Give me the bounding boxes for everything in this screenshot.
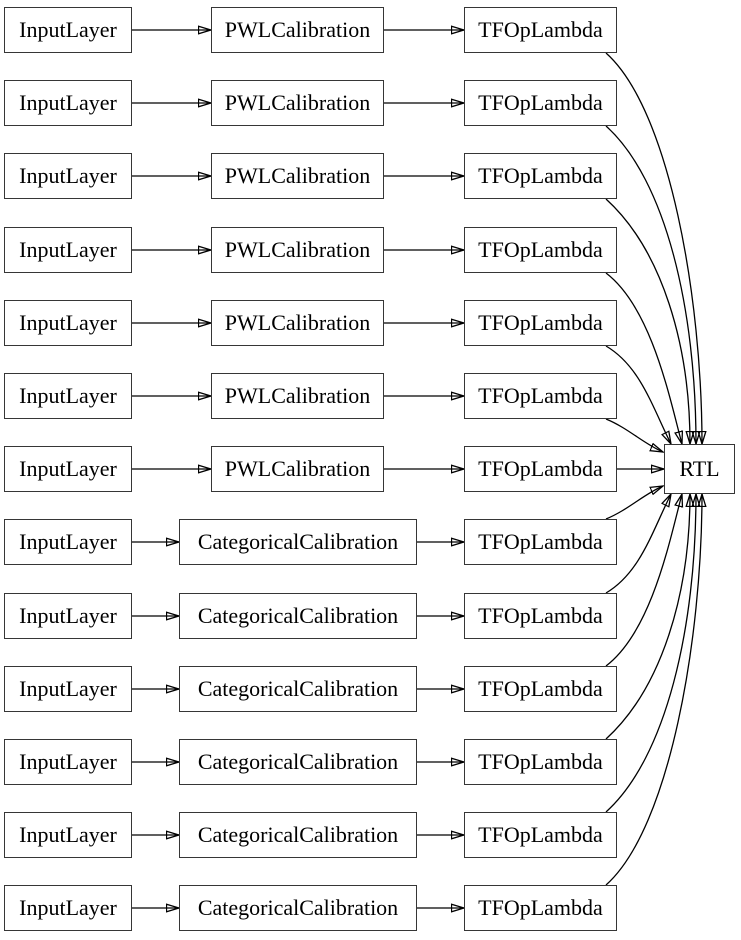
input-layer-node: InputLayer [4,519,132,565]
input-layer-node: InputLayer [4,739,132,785]
input-layer-node: InputLayer [4,812,132,858]
edge-arrow [605,494,671,594]
lambda-node: TFOpLambda [464,7,617,53]
input-layer-node: InputLayer [4,80,132,126]
lambda-node: TFOpLambda [464,227,617,273]
edge-arrow [605,494,696,813]
graph-row: InputLayer PWLCalibration TFOpLambda [0,80,741,126]
calibration-node: PWLCalibration [211,227,384,273]
lambda-node: TFOpLambda [464,300,617,346]
graph-row: InputLayer CategoricalCalibration TFOpLa… [0,885,741,931]
graph-row: InputLayer PWLCalibration TFOpLambda [0,300,741,346]
lambda-node: TFOpLambda [464,519,617,565]
input-layer-node: InputLayer [4,227,132,273]
graph-row: InputLayer PWLCalibration TFOpLambda [0,153,741,199]
calibration-node: CategoricalCalibration [179,885,417,931]
edge-arrow [605,272,682,444]
edge-arrow [605,494,702,886]
lambda-node: TFOpLambda [464,739,617,785]
edge-arrow [605,486,663,520]
lambda-node: TFOpLambda [464,593,617,639]
graph-row: InputLayer CategoricalCalibration TFOpLa… [0,593,741,639]
graph-row: InputLayer PWLCalibration TFOpLambda [0,446,741,492]
input-layer-node: InputLayer [4,300,132,346]
calibration-node: PWLCalibration [211,7,384,53]
input-layer-node: InputLayer [4,7,132,53]
edge-arrow [605,494,690,740]
lambda-node: TFOpLambda [464,446,617,492]
edge-arrow [605,198,690,444]
calibration-node: PWLCalibration [211,300,384,346]
input-layer-node: InputLayer [4,446,132,492]
lambda-node: TFOpLambda [464,812,617,858]
edge-arrow [605,418,663,452]
lambda-node: TFOpLambda [464,885,617,931]
calibration-node: CategoricalCalibration [179,812,417,858]
graph-row: InputLayer CategoricalCalibration TFOpLa… [0,739,741,785]
lambda-node: TFOpLambda [464,80,617,126]
rtl-node: RTL [664,444,735,494]
lambda-node: TFOpLambda [464,666,617,712]
calibration-node: CategoricalCalibration [179,739,417,785]
input-layer-node: InputLayer [4,373,132,419]
calibration-node: CategoricalCalibration [179,666,417,712]
input-layer-node: InputLayer [4,153,132,199]
edge-arrow [605,52,702,444]
calibration-node: PWLCalibration [211,80,384,126]
lambda-node: TFOpLambda [464,153,617,199]
calibration-node: PWLCalibration [211,446,384,492]
graph-row: InputLayer CategoricalCalibration TFOpLa… [0,519,741,565]
calibration-node: PWLCalibration [211,373,384,419]
input-layer-node: InputLayer [4,885,132,931]
graph-row: InputLayer PWLCalibration TFOpLambda [0,7,741,53]
input-layer-node: InputLayer [4,593,132,639]
calibration-node: CategoricalCalibration [179,593,417,639]
calibration-node: CategoricalCalibration [179,519,417,565]
edge-arrow [605,125,696,444]
edge-arrow [605,494,682,667]
lambda-node: TFOpLambda [464,373,617,419]
graph-row: InputLayer PWLCalibration TFOpLambda [0,373,741,419]
graph-row: InputLayer CategoricalCalibration TFOpLa… [0,812,741,858]
edge-arrow [605,345,671,444]
graph-row: InputLayer CategoricalCalibration TFOpLa… [0,666,741,712]
input-layer-node: InputLayer [4,666,132,712]
graph-row: InputLayer PWLCalibration TFOpLambda [0,227,741,273]
calibration-node: PWLCalibration [211,153,384,199]
